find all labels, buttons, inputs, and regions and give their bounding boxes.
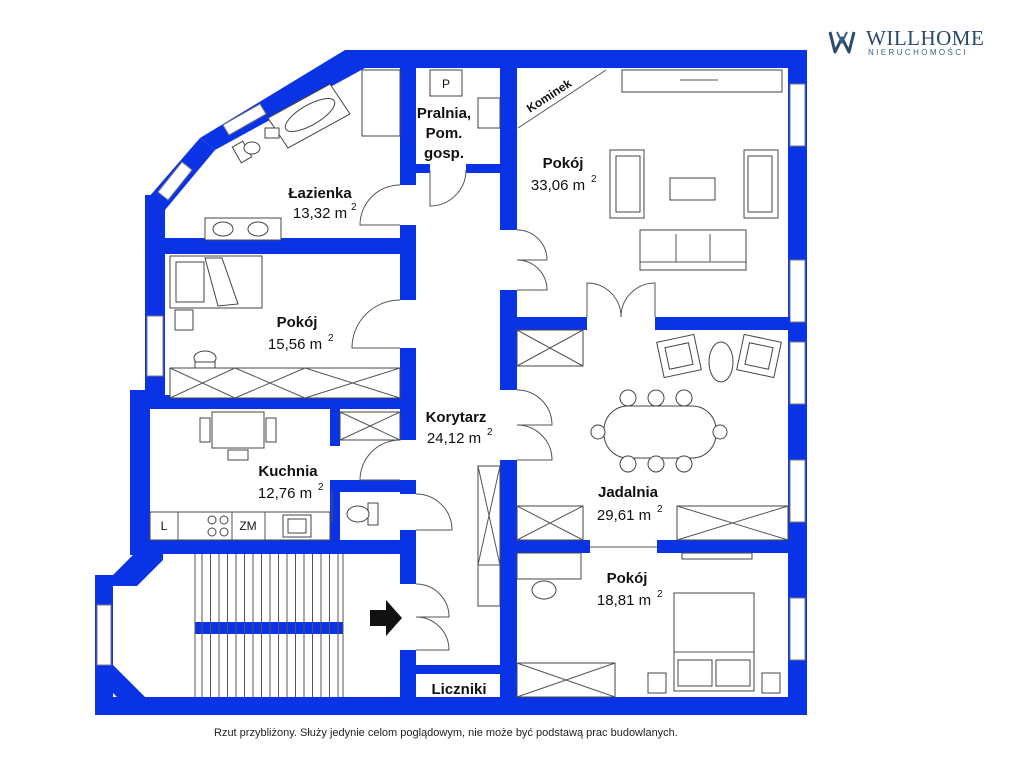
room-name-pralnia-1: Pralnia, [417,105,471,122]
armchair-icon [736,333,782,379]
tv-shelf [681,552,753,560]
wardrobe [169,367,401,399]
sofa-icon [639,229,747,271]
armchair-icon [609,149,645,219]
dining-table-icon [199,411,277,461]
room-name-liczniki: Liczniki [431,681,486,698]
room-area-sup-jadalnia: 2 [657,504,663,515]
logo-mark-icon [828,31,856,54]
furniture [149,69,789,698]
bathroom-shelf [264,127,280,139]
armchair-icon [656,333,702,379]
room-name-pokoj-left: Pokój [277,314,318,331]
room-labels: Łazienka 13,32 m 2 Pralnia, Pom. gosp. P… [161,76,663,698]
nightstand [647,672,667,694]
staircase [201,554,339,697]
desk-chair [531,580,557,600]
laundry-unit [477,97,501,129]
label-l: L [161,519,168,533]
room-area-pokoj-bottom: 18,81 m [597,592,651,609]
bathroom-cabinet [361,69,401,137]
toilet-icon [346,502,379,526]
entrance-arrow-icon [370,600,402,636]
room-name-korytarz: Korytarz [426,409,487,426]
side-table [708,341,734,383]
room-name-pralnia-3: gosp. [424,145,464,162]
nightstand [761,672,781,694]
room-name-pokoj-main: Pokój [543,155,584,172]
label-zm: ZM [239,519,256,533]
room-area-sup-pokoj-left: 2 [328,333,334,344]
room-name-lazienka: Łazienka [288,185,352,202]
room-area-korytarz: 24,12 m [427,430,481,447]
stove-icon [207,515,229,537]
willhome-logo: WILLHOME NIERUCHOMOŚCI [828,24,998,60]
room-area-sup-korytarz: 2 [487,427,493,438]
toilet-icon [231,140,261,164]
tv-unit [621,69,783,93]
room-area-sup-kuchnia: 2 [318,482,324,493]
bathtub-icon [267,83,351,149]
label-p: P [442,77,450,91]
windows [96,83,806,666]
room-area-kuchnia: 12,76 m [258,485,312,502]
room-area-sup-pokoj-bottom: 2 [657,589,663,600]
kitchen-sink-icon [282,514,312,538]
room-name-pralnia-2: Pom. [426,125,463,142]
double-bed-icon [673,592,755,692]
room-area-lazienka: 13,32 m [293,205,347,222]
logo-subtitle: NIERUCHOMOŚCI [868,48,969,57]
room-area-jadalnia: 29,61 m [597,507,651,524]
double-sink-icon [204,217,282,241]
desk-chair-icon [193,350,217,369]
dining-table-icon [590,389,728,473]
nightstand [174,309,194,331]
doors [331,169,657,651]
room-area-sup-pokoj-main: 2 [591,174,597,185]
logo-name: WILLHOME [866,26,985,50]
room-name-pokoj-bottom: Pokój [607,570,648,587]
coffee-table [669,177,716,201]
fireplace-line [517,69,607,129]
desk [516,552,582,580]
room-area-pokoj-main: 33,06 m [531,177,585,194]
room-area-sup-lazienka: 2 [351,202,357,213]
corridor-wardrobe [477,465,501,607]
laundry-box [429,69,463,97]
room-area-pokoj-left: 15,56 m [268,336,322,353]
room-name-kuchnia: Kuchnia [258,463,318,480]
room-name-jadalnia: Jadalnia [598,484,659,501]
disclaimer-text: Rzut przybliżony. Służy jedynie celom po… [214,727,678,739]
bed-icon [169,255,263,309]
armchair-icon [743,149,779,219]
